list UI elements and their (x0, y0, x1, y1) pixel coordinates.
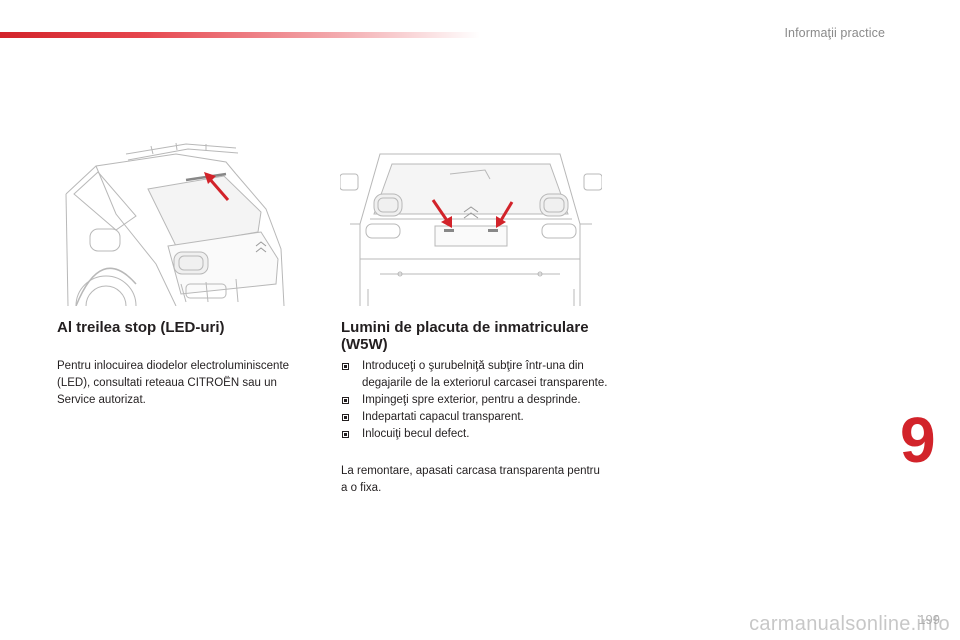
list-item: Impingeţi spre exterior, pentru a despri… (341, 392, 611, 409)
heading-plate-lights: Lumini de placuta de inmatriculare (W5W) (341, 319, 589, 353)
bullet-icon (342, 363, 349, 370)
page-number: 199 (918, 612, 940, 627)
paragraph-third-brake-light: Pentru inlocuirea diodelor electrolumini… (57, 360, 290, 406)
bullet-icon (342, 431, 349, 438)
header-accent-bar (0, 32, 480, 38)
bullet-icon (342, 397, 349, 404)
list-item: Inlocuiţi becul defect. (341, 426, 611, 443)
car-rear-three-quarter-illustration (56, 134, 294, 306)
steps-list: Introduceţi o şurubelniţă subţire într-u… (341, 358, 611, 443)
list-item: Introduceţi o şurubelniţă subţire într-u… (341, 358, 611, 392)
chapter-number: 9 (900, 404, 936, 476)
list-item: Indepartati capacul transparent. (341, 409, 611, 426)
section-title: Informaţii practice (784, 26, 885, 40)
watermark: carmanualsonline.info (749, 613, 950, 635)
paragraph-refit: La remontare, apasati carcasa transparen… (341, 465, 600, 494)
car-rear-view-illustration (340, 134, 602, 306)
bullet-icon (342, 414, 349, 421)
heading-third-brake-light: Al treilea stop (LED-uri) (57, 319, 225, 336)
